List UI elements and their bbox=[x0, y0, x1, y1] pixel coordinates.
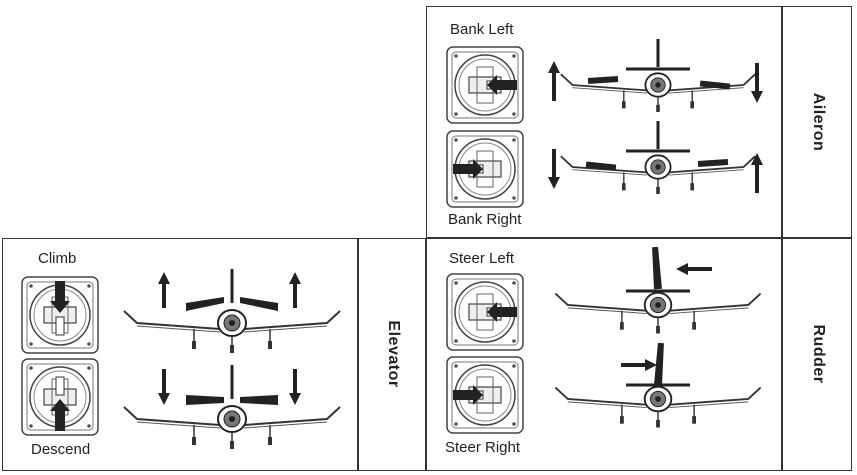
elevator-panel: Climb Descend bbox=[2, 238, 358, 471]
elevator-up-arrow-left-icon bbox=[158, 272, 170, 308]
elevator-title-tab: Elevator bbox=[358, 238, 426, 471]
rudder-left-arrow-icon bbox=[676, 263, 712, 275]
rudder-title-tab: Rudder bbox=[782, 238, 852, 471]
transmitter-stick-bank-left-icon bbox=[446, 46, 524, 124]
aileron-panel: Bank Left Bank Right bbox=[426, 6, 782, 238]
elevator-up-arrow-right-icon bbox=[289, 272, 301, 308]
rudder-title: Rudder bbox=[810, 324, 827, 384]
transmitter-stick-climb-icon bbox=[21, 276, 99, 354]
plane-bank-right-icon bbox=[559, 121, 757, 195]
aileron-title: Aileron bbox=[810, 92, 827, 152]
aileron-down-arrow-icon bbox=[751, 63, 763, 103]
transmitter-stick-steer-left-icon bbox=[446, 273, 524, 351]
elevator-down-arrow-right-icon bbox=[289, 369, 301, 405]
transmitter-stick-steer-right-icon bbox=[446, 356, 524, 434]
transmitter-stick-descend-icon bbox=[21, 358, 99, 436]
climb-label: Climb bbox=[38, 250, 77, 267]
steer-left-label: Steer Left bbox=[449, 250, 515, 267]
bank-right-label: Bank Right bbox=[448, 211, 522, 228]
aileron-down-arrow-left-icon bbox=[548, 149, 560, 189]
rudder-right-arrow-icon bbox=[621, 359, 657, 371]
plane-descend-icon bbox=[123, 365, 341, 450]
transmitter-stick-bank-right-icon bbox=[446, 130, 524, 208]
plane-steer-right-icon bbox=[554, 342, 762, 429]
plane-climb-icon bbox=[123, 269, 341, 354]
plane-bank-left-icon bbox=[559, 39, 757, 113]
steer-right-label: Steer Right bbox=[445, 439, 521, 456]
aileron-up-arrow-right-icon bbox=[751, 153, 763, 193]
descend-label: Descend bbox=[31, 441, 91, 458]
rudder-panel: Steer Left Steer Right bbox=[426, 238, 782, 471]
aileron-up-arrow-icon bbox=[548, 61, 560, 101]
elevator-title: Elevator bbox=[385, 320, 402, 388]
aileron-title-tab: Aileron bbox=[782, 6, 852, 238]
plane-steer-left-icon bbox=[554, 246, 762, 335]
elevator-down-arrow-left-icon bbox=[158, 369, 170, 405]
bank-left-label: Bank Left bbox=[450, 21, 514, 38]
